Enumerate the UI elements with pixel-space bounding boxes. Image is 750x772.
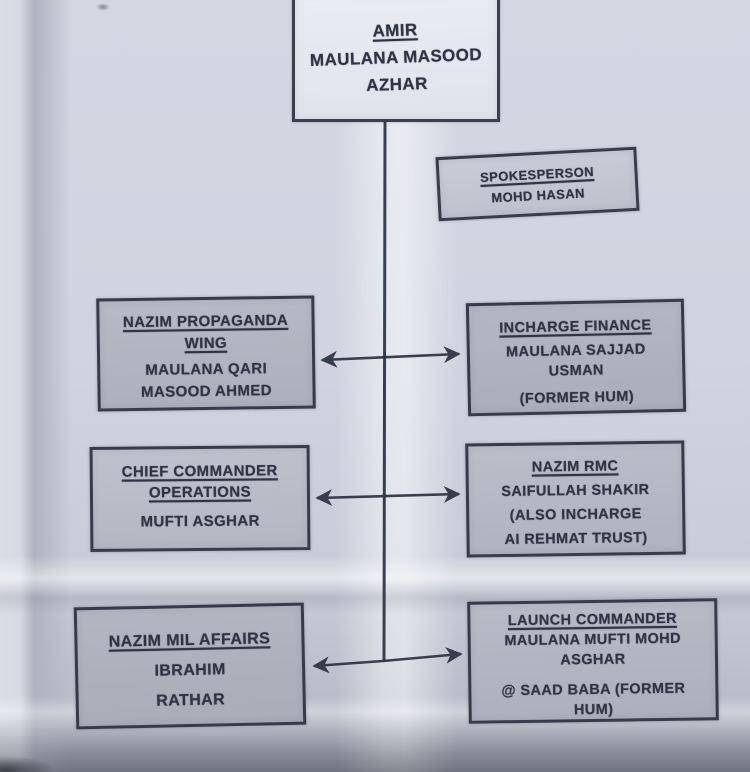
node-line: AI REHMAT TRUST) [504,529,648,548]
node-line: MASOOD AHMED [140,382,273,401]
org-node-chief-commander-operations: CHIEF COMMANDER OPERATIONS MUFTI ASGHAR [89,445,311,552]
node-line: MUFTI ASGHAR [140,512,260,531]
node-line: HUM) [573,701,614,719]
node-line: SAIFULLAH SHAKIR [501,481,650,501]
org-node-nazim-mil-affairs: NAZIM MIL AFFAIRS IBRAHIM RATHAR [73,602,307,730]
node-line: MAULANA MUFTI MOHD [504,630,682,650]
node-title: OPERATIONS [148,483,252,502]
paper-smudge [96,3,110,11]
node-title: NAZIM MIL AFFAIRS [108,630,271,651]
trunk-line [382,120,387,662]
node-line: (ALSO INCHARGE [509,506,642,524]
org-node-nazim-rmc: NAZIM RMC SAIFULLAH SHAKIR (ALSO INCHARG… [465,440,686,558]
org-node-amir: AMIR MAULANA MASOOD AZHAR [292,0,500,122]
double-arrow-row1 [320,346,461,368]
node-line: RATHAR [156,691,226,710]
org-node-incharge-finance: INCHARGE FINANCE MAULANA SAJJAD USMAN (F… [465,298,687,417]
double-arrow-row3 [312,646,463,674]
node-title: CHIEF COMMANDER [121,462,278,481]
node-line: @ SAAD BABA (FORMER [501,680,686,700]
node-title: WING [184,334,228,353]
node-line: ASGHAR [560,651,626,669]
double-arrow-row2 [315,485,461,507]
node-title: NAZIM RMC [531,458,619,476]
org-node-launch-commander: LAUNCH COMMANDER MAULANA MUFTI MOHD ASGH… [467,598,719,724]
node-line: (FORMER HUM) [519,388,635,408]
org-node-propaganda-wing: NAZIM PROPAGANDA WING MAULANA QARI MASOO… [96,295,316,412]
node-text-block: AMIR MAULANA MASOOD AZHAR [294,13,499,101]
node-title: INCHARGE FINANCE [499,317,652,337]
node-line: IBRAHIM [154,661,226,680]
org-node-spokesperson: SPOKESPERSON MOHD HASAN [435,146,640,222]
node-line: USMAN [548,362,605,380]
node-line: MAULANA QARI [145,360,268,379]
node-title: NAZIM PROPAGANDA [122,311,289,332]
